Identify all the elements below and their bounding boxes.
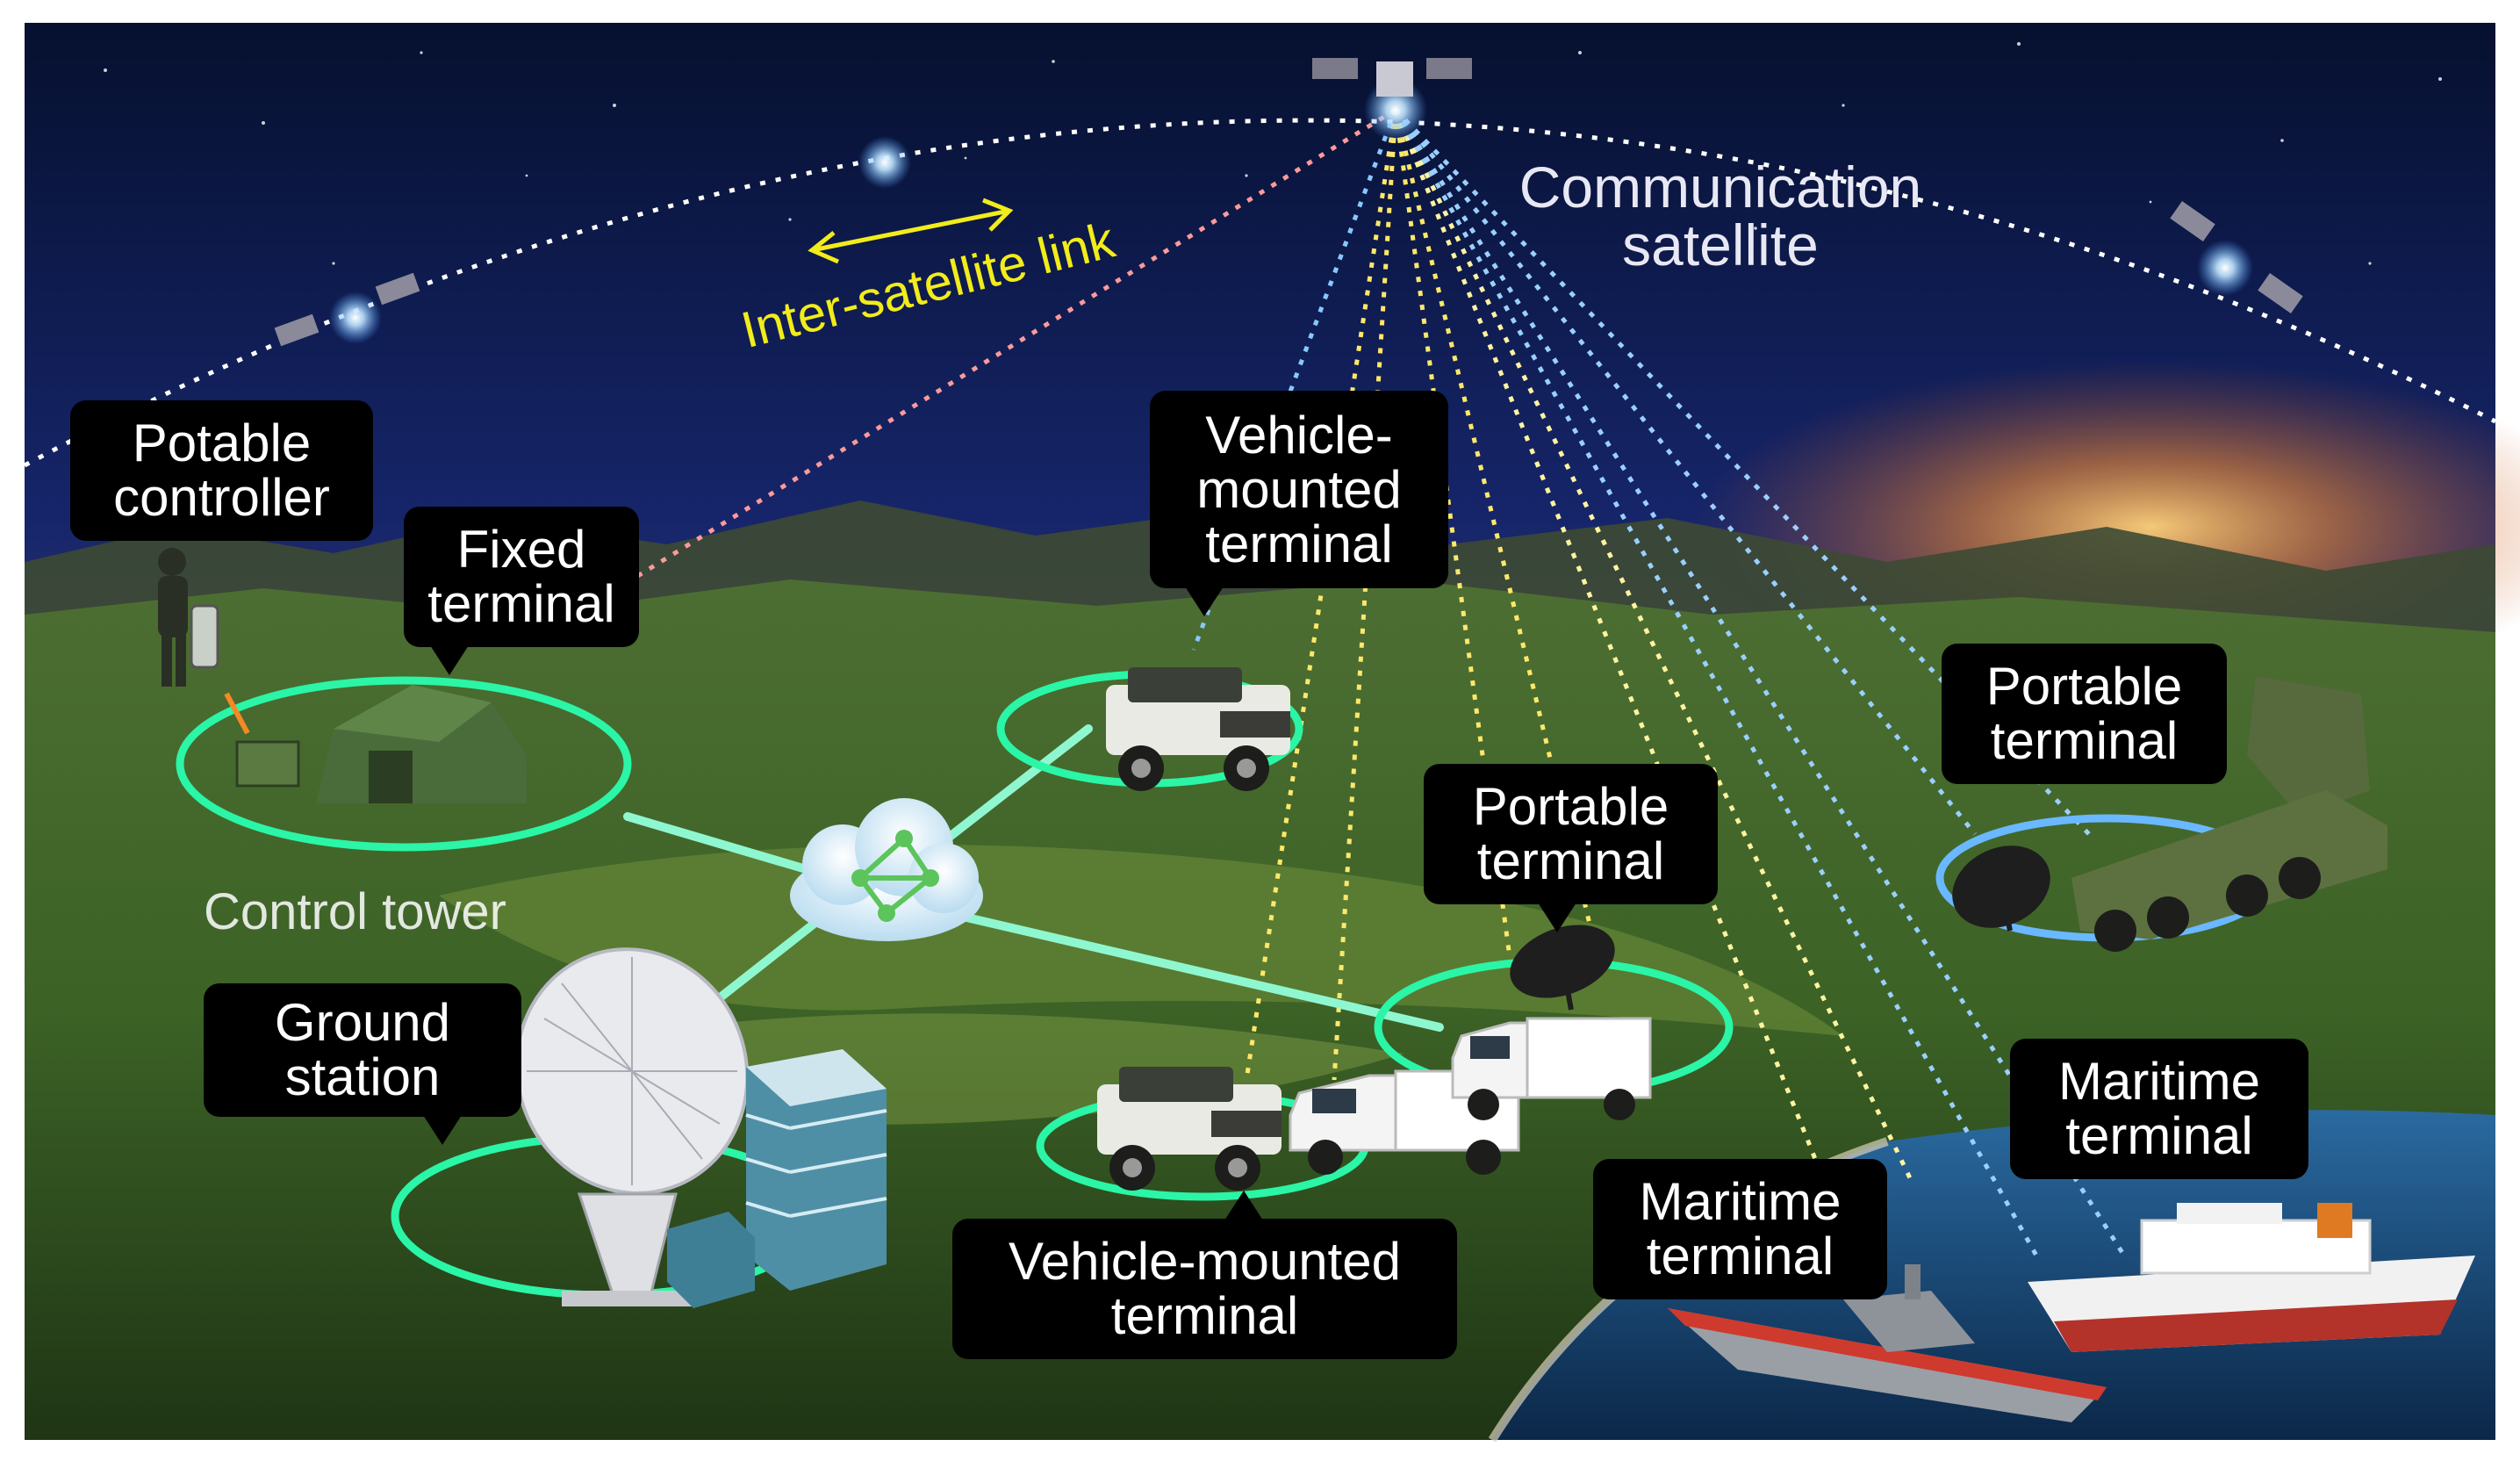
callout-pointer <box>430 645 469 675</box>
callout-line: terminal <box>2065 1106 2253 1165</box>
callout-line: terminal <box>427 574 615 633</box>
truck-icon <box>1451 1017 1652 1120</box>
satellite-icon <box>274 272 420 347</box>
orbit-arc <box>23 118 2497 468</box>
warship-icon <box>1668 1264 2107 1422</box>
ground-station-dish-icon <box>514 947 750 1306</box>
jeep-icon <box>1106 667 1290 791</box>
ground-network-links <box>623 724 1444 1032</box>
callout-portable-terminal-right: Portable terminal <box>1942 644 2227 784</box>
callout-fixed-terminal: Fixed terminal <box>404 507 639 675</box>
satellite-icon <box>1312 58 1472 141</box>
callout-line: station <box>284 1047 441 1106</box>
callout-line: terminal <box>1110 1286 1299 1345</box>
callout-line: Portable <box>1472 777 1669 836</box>
callout-ground-station: Ground station <box>204 983 521 1145</box>
callout-line: controller <box>113 468 330 527</box>
callout-line: Potable <box>132 414 312 472</box>
cloud-network-icon <box>790 798 983 941</box>
callout-line: terminal <box>1646 1227 1834 1285</box>
callout-potable-controller: Potable controller <box>70 400 373 541</box>
communication-satellite-label-line2: satellite <box>1622 212 1819 277</box>
soldier-icon <box>158 548 250 735</box>
callout-pointer <box>423 1115 462 1145</box>
callout-line: Maritime <box>1639 1172 1842 1231</box>
satellite-icon <box>2170 200 2303 314</box>
callout-line: Maritime <box>2057 1052 2260 1111</box>
callout-line: terminal <box>1990 711 2179 770</box>
satellite-icon <box>858 136 911 189</box>
tent-icon <box>235 685 527 803</box>
callout-vehicle-mounted-terminal-bottom: Vehicle-mounted terminal <box>952 1191 1457 1359</box>
inter-satellite-link-arrow <box>808 198 1014 264</box>
cruise-ship-icon <box>2028 1203 2475 1352</box>
launcher-vehicle-icon <box>2071 676 2387 952</box>
building-icon <box>667 1049 887 1308</box>
callout-portable-terminal-center: Portable terminal <box>1424 764 1718 932</box>
callout-pointer <box>1538 903 1576 932</box>
callout-line: Vehicle- <box>1205 405 1393 464</box>
callout-line: Fixed <box>456 520 586 579</box>
callout-line: Vehicle-mounted <box>1009 1232 1401 1291</box>
dish-antenna-icon <box>1952 846 2050 932</box>
callout-vehicle-mounted-terminal-top: Vehicle- mounted terminal <box>1150 391 1448 616</box>
callout-pointer <box>1185 587 1224 616</box>
callout-maritime-terminal-center: Maritime terminal <box>1593 1159 1887 1299</box>
jeep-icon <box>1097 1067 1282 1191</box>
callout-line: terminal <box>1205 514 1393 573</box>
control-tower-label: Control tower <box>204 883 506 940</box>
callout-line: Portable <box>1985 657 2183 716</box>
callout-line: Ground <box>274 993 451 1052</box>
communication-satellite-label-line1: Communication <box>1518 155 1922 220</box>
callout-maritime-terminal-right: Maritime terminal <box>2010 1039 2308 1179</box>
callout-line: mounted <box>1196 459 1402 519</box>
callout-line: terminal <box>1476 831 1665 890</box>
callout-pointer <box>1224 1191 1263 1220</box>
communication-satellite-label: Communication satellite <box>1492 158 1949 274</box>
dish-antenna-icon <box>1510 925 1615 1011</box>
